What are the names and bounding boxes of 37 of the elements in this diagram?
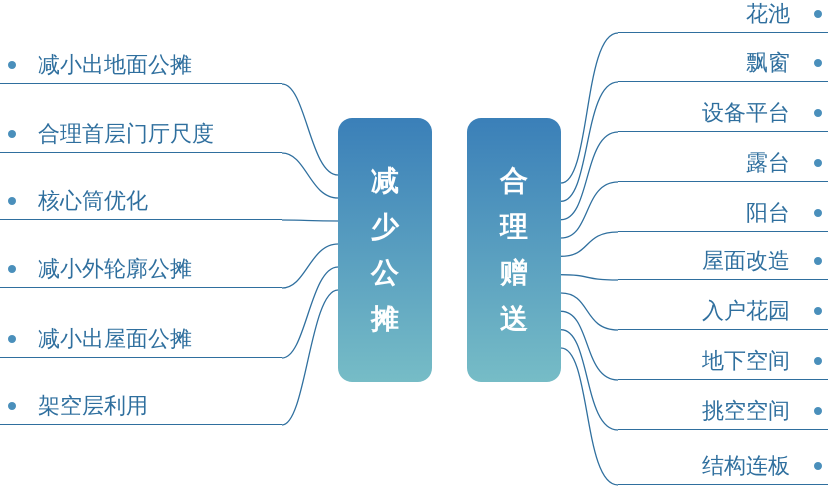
item-label: 露台 [746,150,790,178]
topic-label: 减少公摊 [371,162,399,338]
topic-label: 合理赠送 [500,162,528,338]
connector-line [282,289,338,426]
item-label: 阳台 [746,200,790,228]
item-label: 架空层利用 [38,393,148,421]
item-label: 屋面改造 [702,248,790,276]
item-label: 挑空空间 [702,398,790,426]
connector-line [560,292,618,331]
item-label: 入户花园 [702,298,790,326]
item-label: 减小出屋面公摊 [38,326,192,354]
item-label: 核心筒优化 [38,188,148,216]
connector-line [282,219,338,222]
item-label: 地下空间 [702,348,790,376]
connector-line [560,81,618,202]
item-label: 减小外轮廓公摊 [38,256,192,284]
connector-line [560,274,618,281]
connector-line [282,83,338,176]
connector-line [282,152,338,199]
connector-line [560,231,618,257]
list-item [618,0,828,33]
connector-line [560,329,618,431]
connector-line [560,181,618,239]
item-label: 合理首层门厅尺度 [38,121,214,149]
connector-line [282,266,338,359]
topic-box [338,118,432,382]
connector-line [560,131,618,220]
connector-line [560,347,618,486]
item-label: 减小出地面公摊 [38,52,192,80]
item-label: 结构连板 [702,453,790,481]
topic-box [467,118,561,382]
item-label: 飘窗 [746,50,790,78]
connector-line [560,32,618,184]
connector-line [560,310,618,381]
connector-line [282,243,338,289]
item-label: 设备平台 [702,100,790,128]
item-label: 花池 [746,1,790,29]
